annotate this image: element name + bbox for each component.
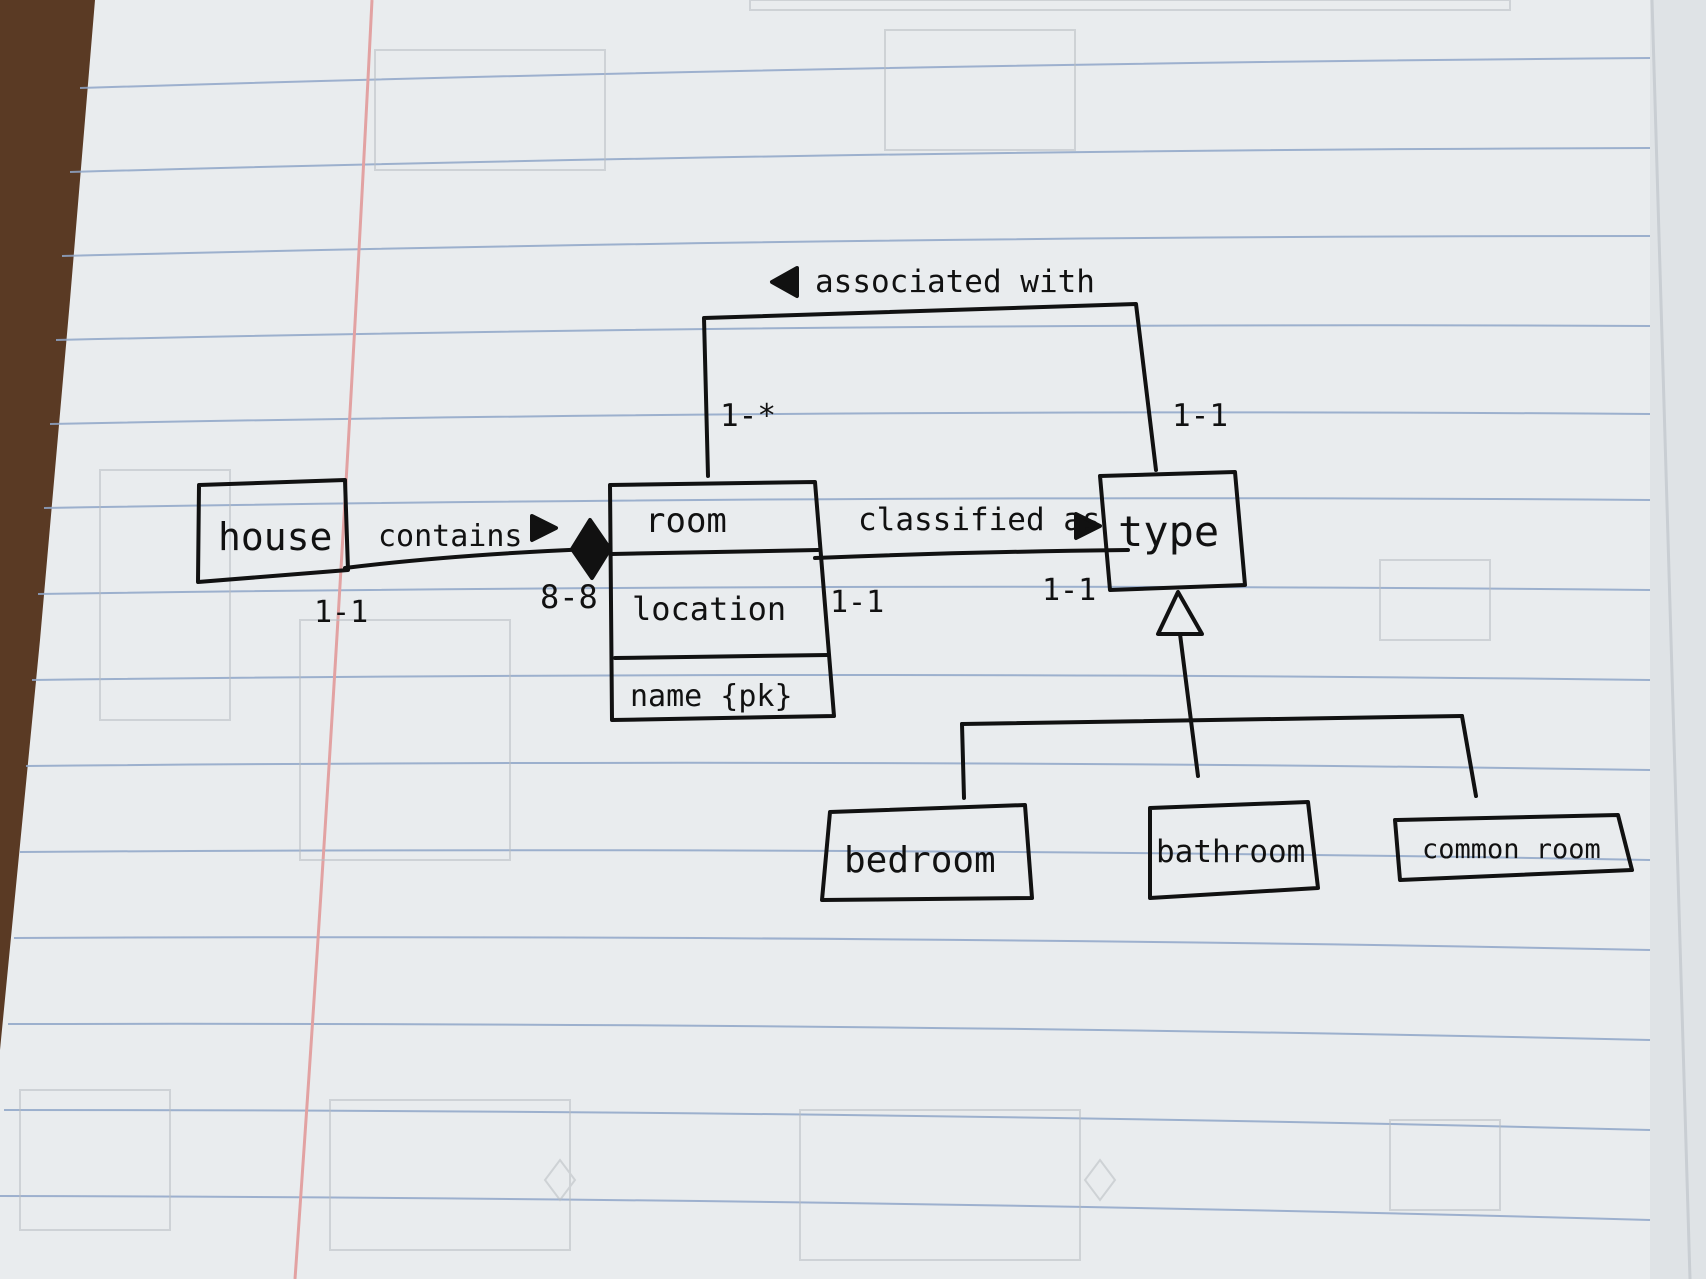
associated-with-direction-arrow [770,266,799,298]
contains-label: contains [378,519,523,554]
class-room: room location name {pk} [608,480,836,722]
contains-line [343,547,592,570]
class-bathroom: bathroom [1148,800,1320,900]
associated-with-line [702,302,1158,478]
class-common-room: common room [1393,813,1634,882]
classified-as-label: classified as [858,502,1101,538]
common-room-box [1393,813,1634,882]
classified-as-type-multiplicity: 1-1 [1042,573,1096,608]
associated-with-room-multiplicity: 1-* [720,398,776,434]
class-bedroom: bedroom [820,803,1034,902]
generalization-bus [960,714,1464,726]
room-class-name: room [645,501,727,541]
room-attribute-location: location [632,590,786,628]
generalization-stem [1178,632,1200,778]
composition-diamond [570,518,612,580]
contains-direction-arrow [530,514,558,542]
house-box [196,478,350,584]
show-through-marks [19,0,1511,1261]
contains-room-multiplicity: 8-8 [540,578,598,616]
classified-as-line [813,548,1130,560]
common-room-class-name: common room [1422,834,1601,865]
house-class-name: house [218,515,332,559]
associated-with-type-multiplicity: 1-1 [1172,398,1228,434]
room-box [608,480,836,722]
bathroom-box [1148,800,1320,900]
classified-as-direction-arrow [1074,512,1102,540]
room-divider-1 [610,548,820,556]
relationship-associated-with: associated with 1-* 1-1 [702,264,1228,478]
page-edge-line [1650,0,1692,1279]
relationship-contains: contains 1-1 8-8 [314,514,612,630]
generalization [960,590,1478,800]
type-class-name: type [1118,507,1219,556]
class-type: type [1098,470,1247,592]
room-divider-2 [613,653,830,660]
room-attribute-name: name {pk} [630,679,793,714]
contains-house-multiplicity: 1-1 [314,595,368,630]
class-house: house [196,478,350,584]
bedroom-class-name: bedroom [844,840,996,881]
classified-as-room-multiplicity: 1-1 [830,585,884,620]
generalization-branch-common-room [1460,714,1478,798]
class-diagram: house room location name {pk} type bedro… [196,264,1634,902]
relationship-classified-as: classified as 1-1 1-1 [813,502,1130,620]
generalization-branch-bedroom [960,722,966,800]
ruled-lines [0,57,1651,1221]
margin-line [293,0,374,1279]
bathroom-class-name: bathroom [1156,834,1305,870]
associated-with-label: associated with [815,264,1095,300]
bedroom-box [820,803,1034,902]
